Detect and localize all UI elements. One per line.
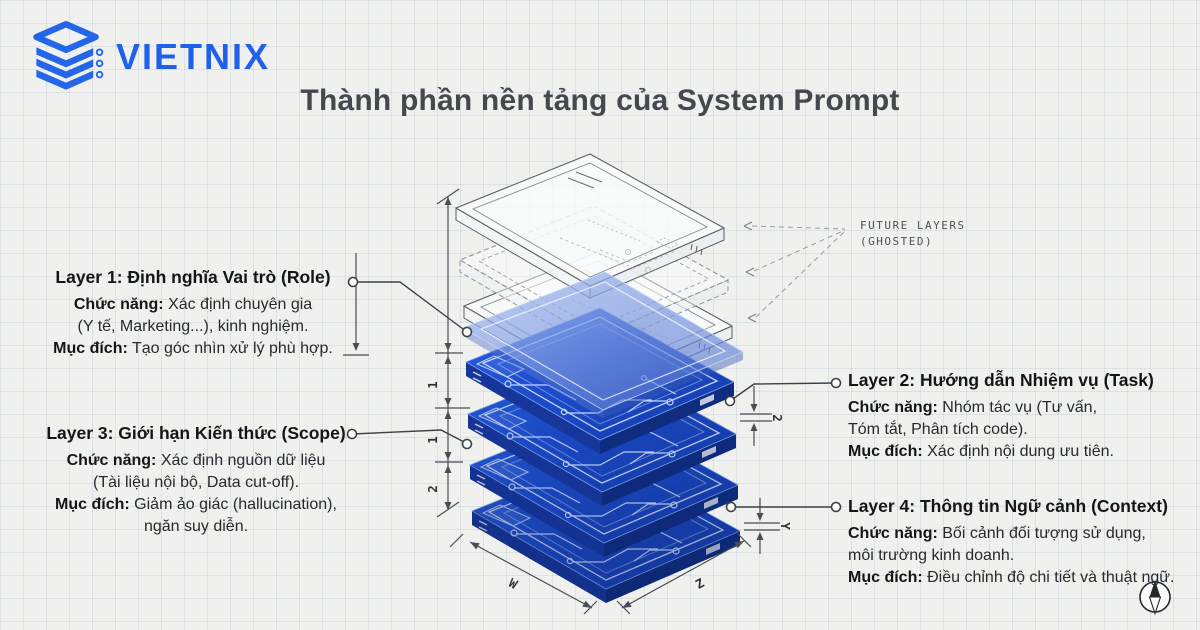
field-label: Mục đích: [848,443,923,460]
connector-layer4 [725,501,842,513]
field-label: Chức năng: [73,296,164,313]
field-label: Mục đích: [55,496,130,513]
dim-left-gap-1: 1 [425,381,440,389]
compass-icon [1139,580,1171,616]
page-title: Thành phần nền tảng của System Prompt [300,84,900,117]
annotation-layer4-line3: Mục đích: Điều chỉnh độ chi tiết và thuậ… [848,567,1198,589]
dimension-right-gap: 2 [740,386,785,446]
dim-left-gap-2: 1 [425,436,440,444]
dim-width: W [506,575,520,592]
dim-left-gap-3: 2 [425,485,440,493]
field-text: ngăn suy diễn. [143,518,249,535]
annotation-layer2: Layer 2: Hướng dẫn Nhiệm vụ (Task) Chức … [848,369,1178,463]
annotation-layer1-line3: Mục đích: Tạo góc nhìn xử lý phù hợp. [40,338,346,360]
dimension-left-stack-height: 1 1 2 [425,188,470,518]
annotation-layer3: Layer 3: Giới hạn Kiến thức (Scope) Chức… [36,422,356,538]
annotation-layer1-line2: (Y tế, Marketing...), kinh nghiệm. [40,316,346,338]
field-text: Xác định nội dung ưu tiên. [922,443,1114,460]
annotation-layer4-heading: Layer 4: Thông tin Ngữ cảnh (Context) [848,496,1168,516]
field-text: Xác định nguồn dữ liệu [156,452,326,469]
future-layers-label-line1: FUTURE LAYERS [860,219,966,232]
connector-layer2 [724,377,842,407]
vietnix-wordmark: VIETNIX [116,36,271,77]
annotation-layer3-line4: ngăn suy diễn. [36,516,356,538]
annotation-layer2-line1: Chức năng: Nhóm tác vụ (Tư vấn, [848,397,1178,419]
field-text: Tạo góc nhìn xử lý phù hợp. [127,340,333,357]
annotation-layer3-line2: (Tài liệu nội bộ, Data cut-off). [36,472,356,494]
field-text: Điều chỉnh độ chi tiết và thuật ngữ. [922,569,1175,586]
future-layers-callout: FUTURE LAYERS (GHOSTED) [743,219,966,323]
field-text: Tóm tắt, Phân tích code). [848,421,1028,438]
field-text: (Tài liệu nội bộ, Data cut-off). [92,474,300,491]
annotation-layer1-heading: Layer 1: Định nghĩa Vai trò (Role) [55,267,331,287]
glass-layer [461,271,745,418]
annotation-layer4: Layer 4: Thông tin Ngữ cảnh (Context) Ch… [848,495,1198,589]
annotation-layer3-heading: Layer 3: Giới hạn Kiến thức (Scope) [46,423,346,443]
field-text: Xác định chuyên gia [163,296,313,313]
field-text: Giảm ảo giác (hallucination), [129,496,337,513]
annotation-layer4-line1: Chức năng: Bối cảnh đối tượng sử dụng, [848,523,1198,545]
annotation-layer4-line2: môi trường kinh doanh. [848,545,1198,567]
field-label: Chức năng: [848,399,938,416]
annotation-layer2-line2: Tóm tắt, Phân tích code). [848,419,1178,441]
dimension-glass-leader [343,253,369,356]
field-label: Mục đích: [848,569,923,586]
vietnix-logo-icon [33,21,104,90]
field-label: Mục đích: [53,340,128,357]
annotation-layer1: Layer 1: Định nghĩa Vai trò (Role) Chức … [40,266,346,360]
annotation-layer1-line1: Chức năng: Xác định chuyên gia [40,294,346,316]
field-label: Chức năng: [66,452,157,469]
vietnix-logo: VIETNIX [26,20,270,94]
dim-right-thickness: Y [778,522,793,530]
field-label: Chức năng: [848,525,938,542]
connector-layer3 [346,428,473,450]
field-text: môi trường kinh doanh. [848,547,1015,564]
annotation-layer3-line1: Chức năng: Xác định nguồn dữ liệu [36,450,356,472]
dim-right-gap: 2 [770,414,785,422]
field-text: Bối cảnh đối tượng sử dụng, [937,525,1146,542]
annotation-layer3-line3: Mục đích: Giảm ảo giác (hallucination), [36,494,356,516]
annotation-layer2-heading: Layer 2: Hướng dẫn Nhiệm vụ (Task) [848,370,1154,390]
field-text: (Y tế, Marketing...), kinh nghiệm. [77,318,309,335]
dimension-right-thickness: Y [744,498,793,554]
future-layers-label-line2: (GHOSTED) [860,235,933,248]
connector-layer1 [347,276,473,338]
dim-depth: Z [693,575,707,592]
layer-stack [455,153,745,604]
field-text: Nhóm tác vụ (Tư vấn, [937,399,1098,416]
annotation-layer2-line3: Mục đích: Xác định nội dung ưu tiên. [848,441,1178,463]
